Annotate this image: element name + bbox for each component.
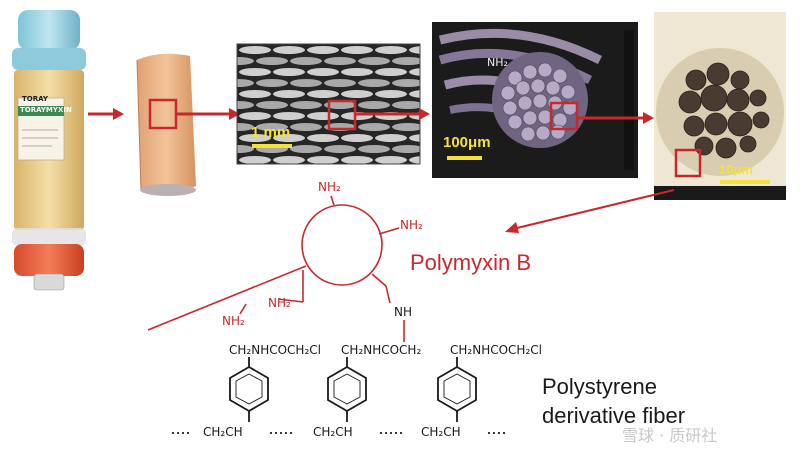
polymyxin-ring (301, 204, 383, 286)
watermark: 雪球 · 质研社 (622, 426, 718, 445)
product-brand: TORAY (22, 95, 48, 103)
arrow-weave-to-bundle (355, 108, 430, 120)
arrow-product-to-roll (88, 108, 124, 120)
backbone-unit-2: CH₂CH (313, 425, 353, 439)
fiber-label-line2: derivative fiber (542, 403, 686, 428)
fiber-label-line1: Polystyrene (542, 374, 657, 399)
amine-right: NH₂ (400, 218, 423, 232)
arrow-bundle-to-fiber (577, 112, 654, 124)
polymyxin-label: Polymyxin B (410, 250, 532, 275)
polystyrene-structure (172, 320, 506, 434)
zoom-box-4 (674, 148, 702, 178)
sem-cross-section-image (654, 12, 786, 200)
amide-nh: NH (394, 305, 412, 319)
substituent-3: CH₂NHCOCH₂Cl (450, 343, 542, 357)
bond-nh2-a (277, 298, 304, 303)
amine-left-upper: NH₂ (268, 296, 291, 310)
polymyxin-tail (147, 265, 307, 331)
backbone-unit-1: CH₂CH (203, 425, 243, 439)
scale-label-1: 1 mm (251, 124, 291, 141)
amine-top: NH₂ (318, 180, 341, 194)
scale-label-3: 10μm (719, 162, 753, 177)
sem-nh2-label: NH₂ (487, 56, 508, 69)
substituent-2: CH₂NHCOCH₂ (341, 343, 422, 357)
fiber-roll (136, 53, 196, 196)
column-cartridge (12, 10, 86, 291)
scale-label-2: 100μm (443, 134, 491, 151)
arrow-fiber-to-molecule (505, 189, 675, 233)
sem-weave-image (236, 43, 421, 165)
backbone-unit-3: CH₂CH (421, 425, 461, 439)
amine-left-lower: NH₂ (222, 314, 245, 328)
product-name: TORAYMYXIN (20, 106, 72, 114)
zoom-box-3 (549, 101, 579, 131)
bond-nh2-b (239, 303, 247, 315)
substituent-1: CH₂NHCOCH₂Cl (229, 343, 321, 357)
arrow-roll-to-weave (176, 108, 240, 120)
polymyxin-structure (147, 195, 400, 331)
sem-bundle-image (432, 22, 638, 178)
